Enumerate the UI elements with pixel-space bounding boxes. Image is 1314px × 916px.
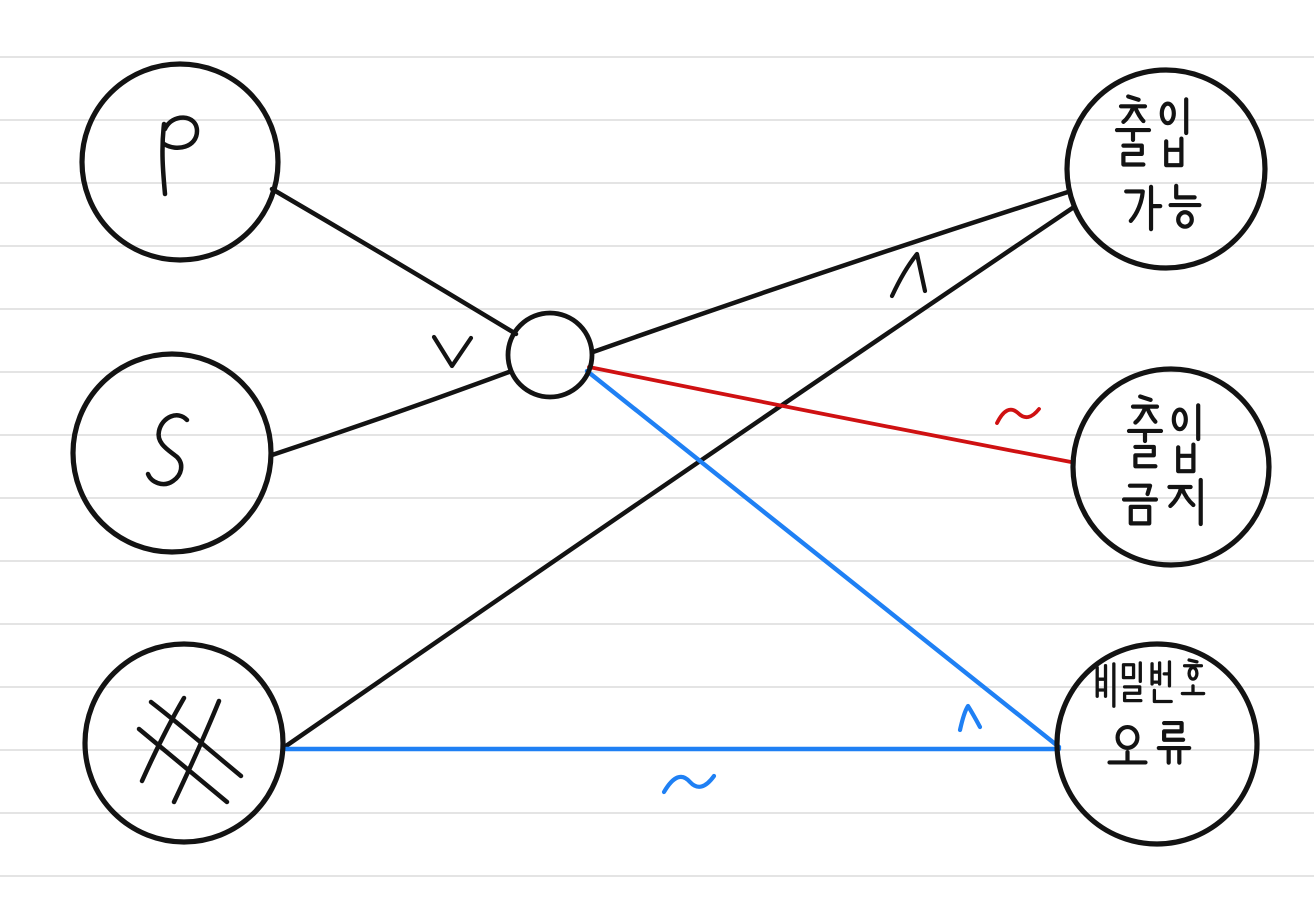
node-hash-circle [82, 641, 286, 845]
edge-junction-to-error [584, 368, 1062, 750]
node-allow-circle [1064, 67, 1268, 271]
node-allow-label [1117, 96, 1199, 229]
edge-junction-to-deny [587, 365, 1073, 464]
and-symbol-black [889, 251, 928, 299]
node-error-label-line2 [1110, 723, 1190, 763]
node-p-circle [79, 61, 281, 263]
or-symbol [431, 334, 474, 369]
not-symbol-blue [661, 773, 717, 795]
node-s-circle [70, 351, 274, 555]
node-hash-letter [136, 695, 244, 805]
edge-p-to-junction [269, 186, 519, 337]
node-junction [505, 310, 595, 400]
edge-hash-to-allow [283, 204, 1077, 749]
node-error [1054, 641, 1260, 847]
node-p [79, 61, 281, 263]
node-deny-label [1124, 397, 1201, 524]
edges [269, 186, 1077, 752]
node-junction-circle [505, 310, 595, 400]
node-error-circle [1054, 641, 1260, 847]
node-deny [1070, 366, 1272, 568]
node-allow [1064, 67, 1268, 271]
not-symbol-red [995, 407, 1041, 425]
edge-s-to-junction [269, 369, 512, 458]
node-s-letter [145, 413, 190, 487]
node-p-letter [160, 115, 200, 197]
node-error-label-line1 [1097, 660, 1203, 706]
node-hash [82, 641, 286, 845]
operator-symbols [431, 251, 1041, 795]
node-deny-circle [1070, 366, 1272, 568]
edge-junction-to-allow [590, 189, 1071, 355]
node-s [70, 351, 274, 555]
and-symbol-blue [957, 703, 983, 733]
